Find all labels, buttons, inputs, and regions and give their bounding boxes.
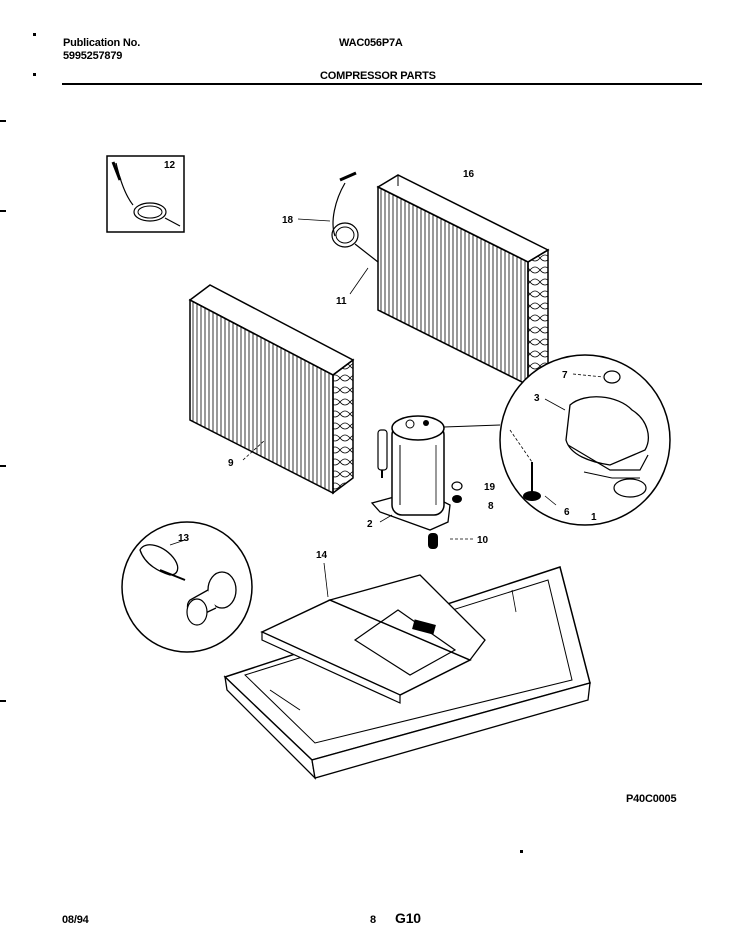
scan-mark [0, 120, 6, 122]
callout-9: 7 [562, 370, 568, 381]
callout-19: 8 [488, 501, 494, 512]
page-number: 8 [370, 914, 376, 926]
thermostat-capillary [331, 171, 379, 263]
callout-10: 13 [178, 533, 190, 544]
scan-mark [0, 700, 6, 702]
section-title: COMPRESSOR PARTS [320, 70, 436, 82]
callout-1: 2 [367, 519, 373, 530]
publication-number: 5995257879 [63, 50, 123, 62]
callout-labels: 12 16 18 11 9 7 3 19 8 6 1 2 10 13 14 [164, 160, 597, 561]
leader-lines [169, 218, 604, 613]
condenser-coil [376, 174, 550, 387]
callout-16: 18 [282, 215, 294, 226]
scan-mark [33, 73, 36, 76]
publication-label: Publication No. [63, 37, 141, 49]
callout-11: 9 [228, 458, 234, 469]
mounting-grommet [428, 481, 463, 549]
scan-mark [33, 33, 36, 36]
callout-2: 10 [477, 535, 489, 546]
callout-7: 3 [534, 393, 540, 404]
terminal-cover-inset [443, 354, 671, 526]
base-plate [260, 574, 486, 704]
callout-6: 1 [591, 512, 597, 523]
callout-12: 16 [463, 169, 475, 180]
header-rule [62, 83, 702, 85]
sensor-bulb-inset [106, 155, 185, 233]
callout-17: 12 [164, 160, 176, 171]
callout-13: 14 [316, 550, 328, 561]
page-code: G10 [395, 910, 421, 926]
model-number: WAC056P7A [339, 37, 403, 49]
callout-3: 19 [484, 482, 496, 493]
revision-date: 08/94 [62, 914, 89, 926]
overload-inset [121, 521, 253, 653]
scan-mark [0, 210, 6, 212]
callout-8: 6 [564, 507, 570, 518]
scan-mark [0, 465, 6, 467]
scan-mark [520, 850, 523, 853]
drawing-code: P40C0005 [626, 793, 677, 805]
callout-18: 11 [336, 296, 347, 307]
evaporator-coil [188, 284, 355, 495]
compressor [370, 415, 451, 531]
